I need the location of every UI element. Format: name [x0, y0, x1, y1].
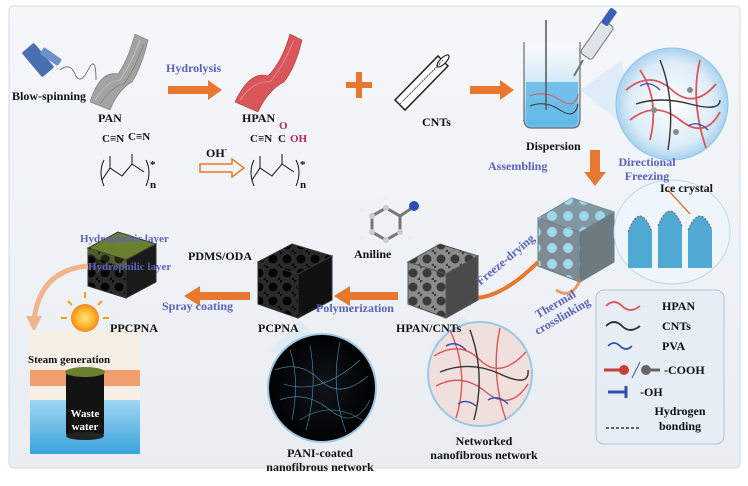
pan-star-label: * [150, 159, 156, 171]
networked-network-zoom [427, 316, 533, 427]
blow-spinning-label: Blow-spinning [12, 89, 87, 103]
networked-network-label: Networked nanofibrous network [430, 434, 538, 463]
legend-cnts-swatch [605, 321, 641, 331]
legend-oh-swatch [608, 386, 628, 398]
legend-cooh-label: -COOH [664, 363, 705, 377]
ice-crystal-zoom [613, 179, 731, 285]
mixing-arrow [470, 80, 514, 100]
hpan-n-label: n [300, 179, 307, 191]
hpan-star-label: * [300, 159, 306, 171]
hpan-o-label: O [279, 120, 288, 132]
application-arrow [31, 263, 89, 321]
hpan-c-label: C [278, 133, 286, 145]
waste-water-label: Waste water [70, 408, 100, 434]
legend-hbond-label: Hydrogen bonding [654, 404, 706, 433]
frozen-cube-icon [536, 197, 616, 283]
dispersion-label: Dispersion [526, 139, 581, 153]
aniline-label: Aniline [354, 247, 392, 261]
plus-icon [346, 72, 372, 98]
legend-box [595, 289, 725, 445]
assembling-label: Assembling [488, 159, 548, 173]
cnts-label: CNTs [422, 115, 451, 129]
hpan-cnts-cube-icon [406, 243, 480, 319]
hpan-label: HPAN [242, 111, 276, 125]
pani-network-zoom [267, 320, 377, 443]
pdms-oda-label: PDMS/ODA [188, 249, 252, 263]
polymerization-arrow [334, 286, 398, 306]
legend-hpan-swatch [605, 301, 641, 311]
ppcpna-label: PPCPNA [110, 321, 158, 335]
hydrolysis-arrow [168, 80, 222, 100]
pani-network-label: PANI-coated nanofibrous network [266, 446, 374, 475]
spray-coating-label: Spray coating [162, 299, 234, 313]
hpan-cnts-label: HPAN/CNTs [396, 321, 462, 335]
hpan-oh-label: OH [290, 133, 308, 145]
dispersion-network-zoom [580, 47, 729, 161]
pcpna-cube-icon [256, 243, 334, 319]
legend-pva-swatch [607, 342, 633, 350]
blow-spinning-nozzle-icon [22, 43, 97, 81]
polymerization-label: Polymerization [316, 301, 394, 315]
pipette-icon [573, 8, 617, 77]
hydrophobic-layer-label: Hydrophobic layer [80, 233, 169, 245]
legend-cooh-swatch [604, 361, 660, 379]
ice-crystal-label: Ice crystal [660, 181, 713, 195]
hpan-fiber-bundle-icon [234, 33, 303, 113]
ppcpna-cube-icon [86, 231, 158, 299]
application-arrowhead [26, 316, 42, 332]
hpan-cn-label: C≡N [250, 133, 273, 145]
oh-arrow [199, 157, 246, 179]
legend-cnts-label: CNTs [662, 319, 691, 333]
pan-label: PAN [98, 111, 122, 125]
cnt-tube-icon [393, 54, 450, 112]
legend-oh-label: -OH [640, 385, 663, 399]
hpan-structure [250, 154, 300, 187]
steam-generation-device [30, 292, 140, 454]
pan-structure [100, 154, 150, 187]
legend-hpan-label: HPAN [662, 299, 696, 313]
pan-cn-label-1: C≡N [102, 133, 125, 145]
hydrolysis-label: Hydrolysis [166, 61, 222, 75]
directional-freezing-label: Directional Freezing [618, 155, 676, 184]
spray-coating-arrow [184, 286, 250, 306]
pcpna-label: PCPNA [258, 321, 299, 335]
hydrophilic-layer-label: Hydrophilic layer [88, 261, 172, 273]
aniline-molecule-icon [359, 195, 419, 253]
dispersion-beaker-icon [523, 20, 581, 129]
steam-generation-label: Steam generation [28, 354, 111, 366]
pan-fiber-bundle-icon [89, 33, 149, 111]
legend-pva-label: PVA [662, 339, 686, 353]
oh-minus-label: OH- [206, 145, 228, 160]
pan-cn-label-2: C≡N [128, 131, 151, 143]
assembling-arrow [584, 150, 606, 186]
sun-icon [71, 304, 99, 332]
pan-n-label: n [150, 179, 157, 191]
